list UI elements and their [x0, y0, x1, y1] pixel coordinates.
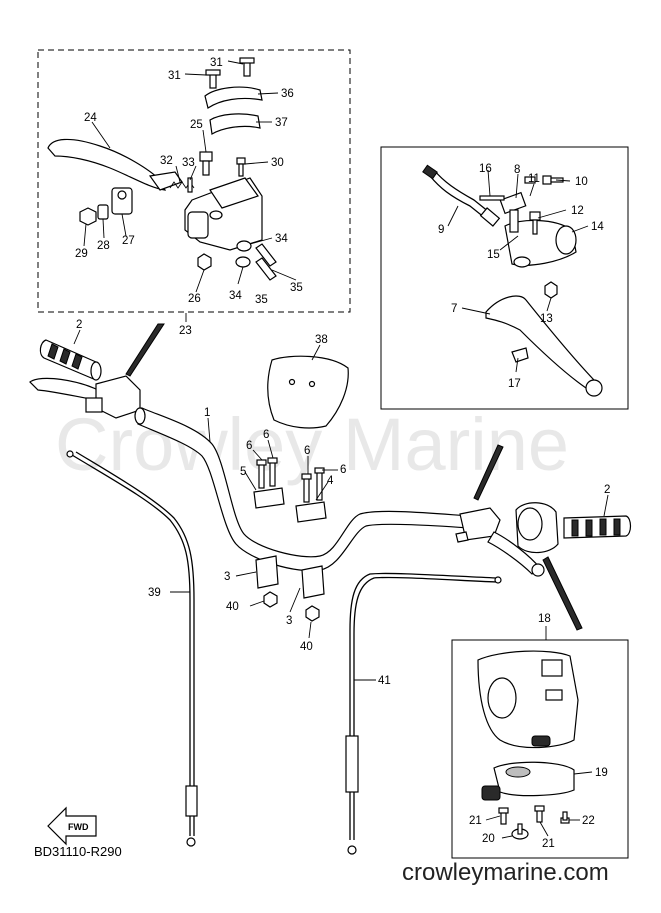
callout-8: 8: [514, 164, 520, 176]
callout-7: 7: [451, 303, 457, 315]
callout-5: 5: [240, 466, 246, 478]
callout-31: 31: [210, 57, 223, 69]
callout-1: 1: [204, 407, 210, 419]
callout-40: 40: [300, 641, 313, 653]
switch-lower-half: [481, 761, 575, 801]
callout-12: 12: [571, 205, 584, 217]
callout-6: 6: [304, 445, 310, 457]
lever-pivot-parts: [79, 187, 133, 226]
callout-9: 9: [438, 224, 444, 236]
clutch-holder: [499, 191, 577, 268]
master-cylinder-body: [184, 177, 263, 251]
callout-38: 38: [315, 334, 328, 346]
callout-16: 16: [479, 163, 492, 175]
leaders-clutch-box: [447, 169, 589, 373]
bolts-25-30: [199, 151, 246, 177]
callout-10: 10: [575, 176, 588, 188]
callout-41: 41: [378, 675, 391, 687]
detail-box-switch: [451, 639, 629, 859]
callout-32: 32: [160, 155, 173, 167]
callout-20: 20: [482, 833, 495, 845]
callout-27: 27: [122, 235, 135, 247]
cap-screws: [205, 57, 255, 89]
cable-39: [66, 450, 198, 847]
callout-2: 2: [604, 484, 610, 496]
left-grip: [39, 339, 102, 381]
leaders-box-23: [83, 60, 297, 322]
callout-6: 6: [340, 464, 346, 476]
clamp-hardware: [197, 240, 277, 281]
callout-21: 21: [469, 815, 482, 827]
detail-box-master-cylinder: [37, 49, 351, 313]
fwd-label: FWD: [68, 822, 89, 832]
switch-screws: [498, 805, 570, 840]
handlebar-switch: [477, 650, 579, 749]
cable-41: [345, 572, 502, 855]
brake-lever: [47, 138, 183, 191]
clutch-small-parts: [479, 175, 564, 299]
callout-4: 4: [327, 475, 334, 487]
spring-and-pin: [169, 177, 195, 193]
right-switch-on-bar: [515, 502, 559, 554]
callout-28: 28: [97, 240, 110, 252]
pointer-right-bottom: [542, 556, 583, 631]
callout-29: 29: [75, 248, 88, 260]
reservoir-cap: [204, 86, 263, 135]
callout-17: 17: [508, 378, 521, 390]
callout-6: 6: [263, 429, 269, 441]
callout-3: 3: [286, 615, 292, 627]
callout-13: 13: [540, 313, 553, 325]
fwd-arrow-icon: FWD: [47, 806, 97, 846]
right-clutch-assembly: [455, 507, 545, 577]
callout-18: 18: [538, 613, 551, 625]
right-grip: [563, 515, 632, 539]
clutch-switch-wire: [422, 164, 501, 227]
callout-labels: 31 31 36 37 25 24 32 33 30 29 28 27 34 3…: [75, 57, 610, 850]
callout-11: 11: [528, 173, 540, 185]
handlebar-cover: [267, 355, 349, 429]
lower-holders: [255, 555, 325, 622]
callout-3: 3: [224, 571, 230, 583]
callout-39: 39: [148, 587, 161, 599]
upper-holders: [253, 457, 327, 523]
leaders-main: [73, 329, 609, 839]
callout-36: 36: [281, 88, 294, 100]
callout-2: 2: [76, 319, 82, 331]
callout-35: 35: [290, 282, 303, 294]
callout-40: 40: [226, 601, 239, 613]
callout-30: 30: [271, 157, 284, 169]
callout-26: 26: [188, 293, 201, 305]
pointer-left: [125, 323, 165, 377]
callout-31: 31: [168, 70, 181, 82]
callout-21: 21: [542, 838, 555, 850]
callout-34: 34: [229, 290, 242, 302]
callout-25: 25: [190, 119, 203, 131]
callout-37: 37: [275, 117, 288, 129]
callout-24: 24: [84, 112, 97, 124]
pointer-right-top: [473, 444, 504, 501]
left-brake-assembly: [29, 375, 141, 419]
callout-14: 14: [591, 221, 604, 233]
callout-23: 23: [179, 325, 192, 337]
callout-15: 15: [487, 249, 500, 261]
callout-34: 34: [275, 233, 288, 245]
brand-url: crowleymarine.com: [402, 859, 609, 886]
callout-19: 19: [595, 767, 608, 779]
callout-33: 33: [182, 157, 195, 169]
callout-35: 35: [255, 294, 268, 306]
diagram-code: BD31110-R290: [34, 844, 122, 859]
callout-6: 6: [246, 440, 252, 452]
clutch-lever: [485, 295, 603, 397]
callout-22: 22: [582, 815, 595, 827]
detail-box-clutch-lever: [380, 146, 629, 410]
